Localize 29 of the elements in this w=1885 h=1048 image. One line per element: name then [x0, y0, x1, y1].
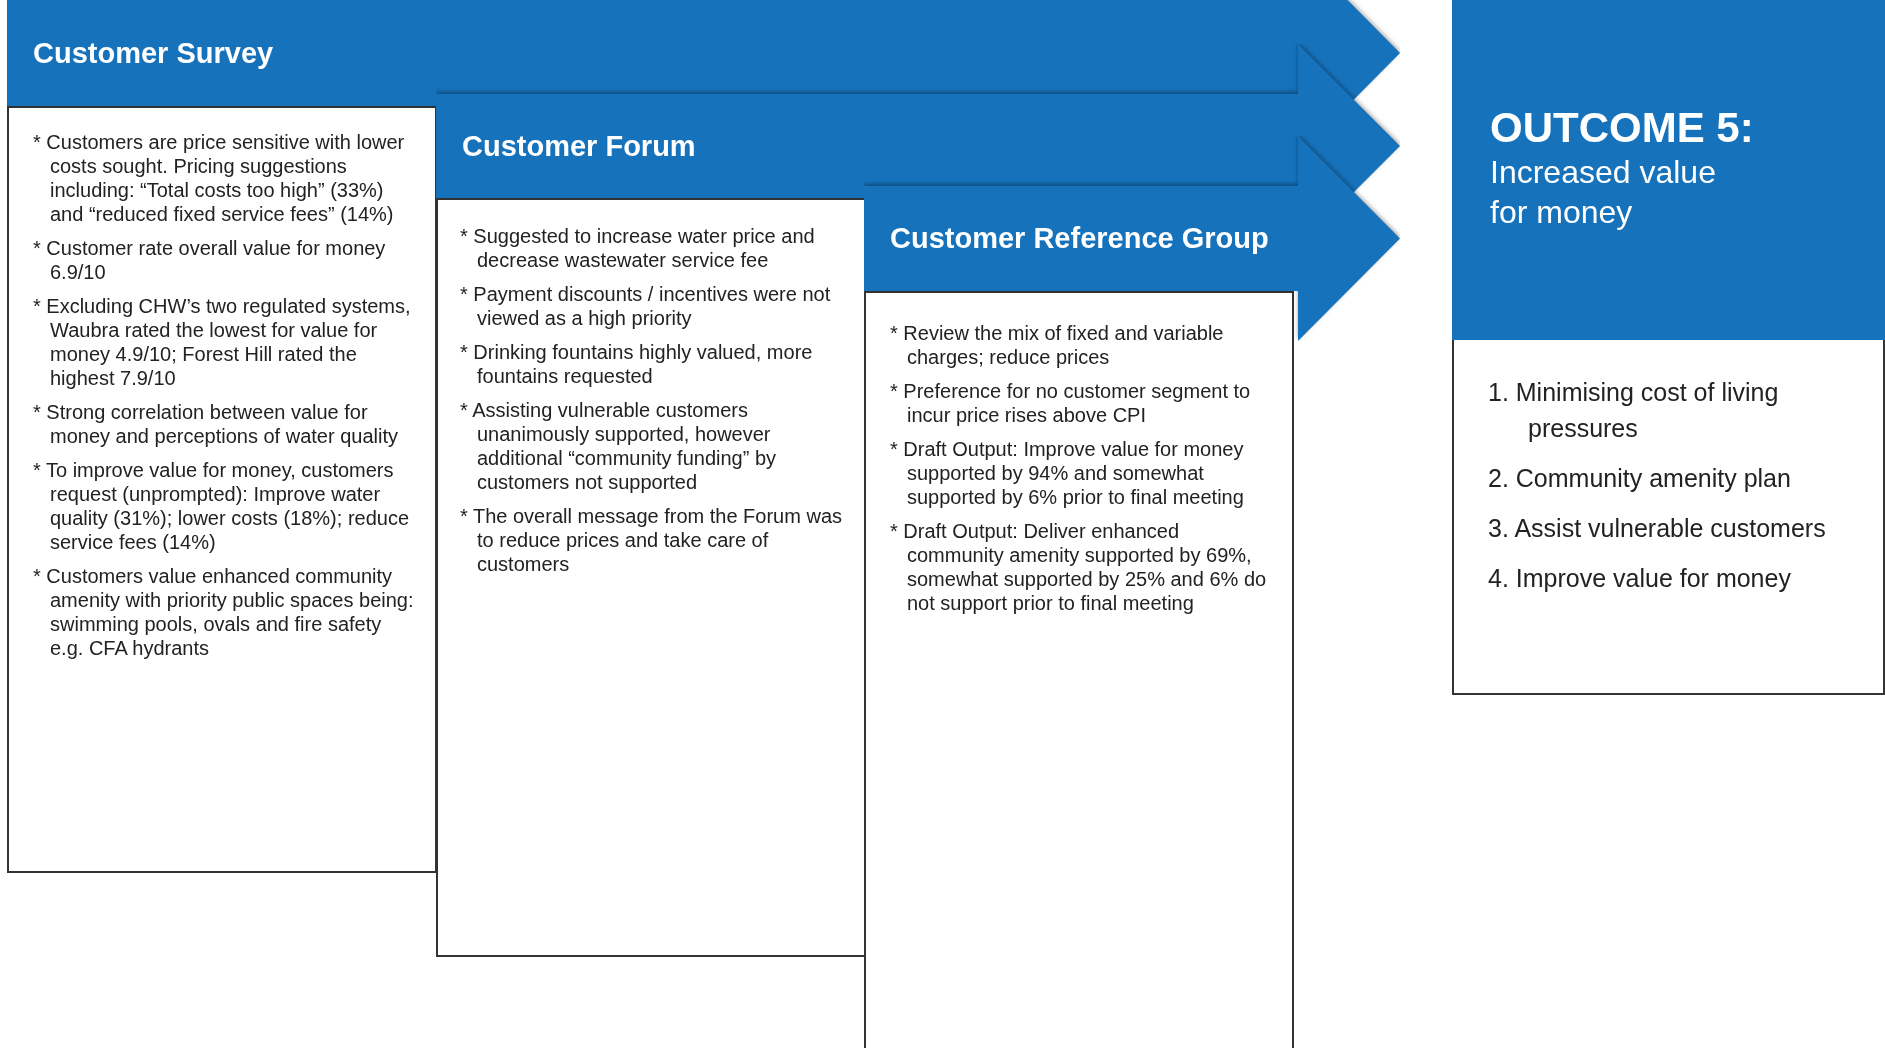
bullet-point: * Preference for no customer segment to incur price rises above CPI — [890, 379, 1252, 427]
notes-panel — [864, 291, 1294, 1048]
bullet-point: * Customers are price sensitive with lower costs sought. Pricing suggestions including: “Total costs too high” (33%) and “reduced fixed service fees” (14%) — [33, 130, 406, 226]
numbered-item: 2. Community amenity plan — [1488, 463, 1792, 494]
bullet-point: * Review the mix of fixed and variable charges; reduce prices — [890, 321, 1225, 369]
bullet-point: * Customers value enhanced community amenity with priority public spaces being: swimming pools, ovals and fire safety e.g. CFA hydrants — [33, 564, 415, 660]
outcome-header — [1452, 0, 1885, 341]
outcome-title: OUTCOME 5: — [1490, 104, 1755, 152]
bullet-point: * Drinking fountains highly valued, more fountains requested — [460, 340, 814, 388]
notes-panel — [7, 106, 437, 873]
bullet-point: * Suggested to increase water price and decrease wastewater service fee — [460, 224, 816, 272]
outcome-list-panel — [1452, 340, 1885, 695]
bullet-point: * Draft Output: Improve value for money supported by 94% and somewhat supported by 6% prior to final meeting — [890, 437, 1245, 509]
notes-panel — [436, 198, 866, 957]
stage-heading: Customer Reference Group — [890, 222, 1269, 255]
numbered-item: 3. Assist vulnerable customers — [1488, 513, 1827, 544]
bullet-point: * Payment discounts / incentives were not viewed as a high priority — [460, 282, 832, 330]
bullet-point: * Strong correlation between value for money and perceptions of water quality — [33, 400, 399, 448]
stage-heading: Customer Survey — [33, 36, 274, 70]
numbered-item: 4. Improve value for money — [1488, 563, 1792, 594]
numbered-item: 1. Minimising cost of living pressures — [1488, 377, 1780, 444]
bullet-point: * Customer rate overall value for money 6.9/10 — [33, 236, 387, 284]
bullet-point: * Draft Output: Deliver enhanced community amenity supported by 69%, somewhat supported by 25% and 6% do not support prior to final meeting — [890, 519, 1268, 615]
bullet-point: * Excluding CHW’s two regulated systems, Waubra rated the lowest for value for money 4.9/10; Forest Hill rated the highest 7.9/10 — [33, 294, 412, 390]
bullet-point: * The overall message from the Forum was to reduce prices and take care of customers — [460, 504, 843, 576]
stage-heading: Customer Forum — [462, 129, 696, 163]
bullet-point: * To improve value for money, customers request (unprompted): Improve water quality (31%); lower costs (18%); reduce service fees (14%) — [33, 458, 411, 554]
bullet-point: * Assisting vulnerable customers unanimously supported, however additional “community funding” by customers not supported — [460, 398, 778, 494]
outcome-subtitle: Increased value for money — [1490, 153, 1717, 232]
